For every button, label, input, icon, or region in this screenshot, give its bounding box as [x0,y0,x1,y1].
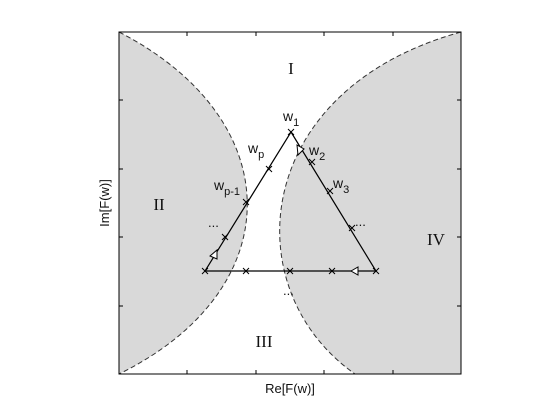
node-label-w1: w1 [282,108,299,129]
arrow-right-side [296,144,305,157]
region-label-bottom: III [256,332,273,351]
direction-arrows [209,144,359,276]
arrow-base [349,266,359,276]
region-label-right: IV [427,230,446,249]
pole-marker-bottom-right [372,267,380,275]
node-label-w2: w2 [308,142,325,163]
pole-markers [201,128,380,275]
ellipsis-left-side: ... [208,215,219,230]
pole-marker-w3 [326,187,334,195]
boundary-curve-right [279,31,462,375]
region-label-top: I [288,59,294,78]
region-label-left: II [153,195,165,214]
boundary-curve-left [118,31,248,375]
node-label-wp1: wp-1 [213,177,240,198]
y-axis-label: Im[F(w)] [97,179,112,227]
ellipsis-below-base: ... [283,283,294,298]
arrow-left-side [209,248,218,260]
node-label-w3: w3 [332,175,349,196]
pole-marker-base-1 [242,267,250,275]
shaded-region-right [279,32,461,374]
pole-marker-bottom-left [201,267,209,275]
shaded-region-left [119,32,248,374]
pole-marker-left-side [221,233,229,241]
pole-marker-wp1 [242,198,250,206]
pole-marker-base-3 [328,267,336,275]
pole-marker-base-2 [286,267,294,275]
pole-marker-w1 [287,128,295,136]
ellipsis-right-side: ... [355,214,366,229]
pole-marker-right-side [348,224,356,232]
pole-marker-wp [265,165,273,173]
plot-frame [118,31,462,375]
node-label-wp: wp [247,140,264,161]
frame-ticks [118,32,462,374]
pole-marker-w2 [308,158,316,166]
x-axis-label: Re[F(w)] [265,381,315,396]
